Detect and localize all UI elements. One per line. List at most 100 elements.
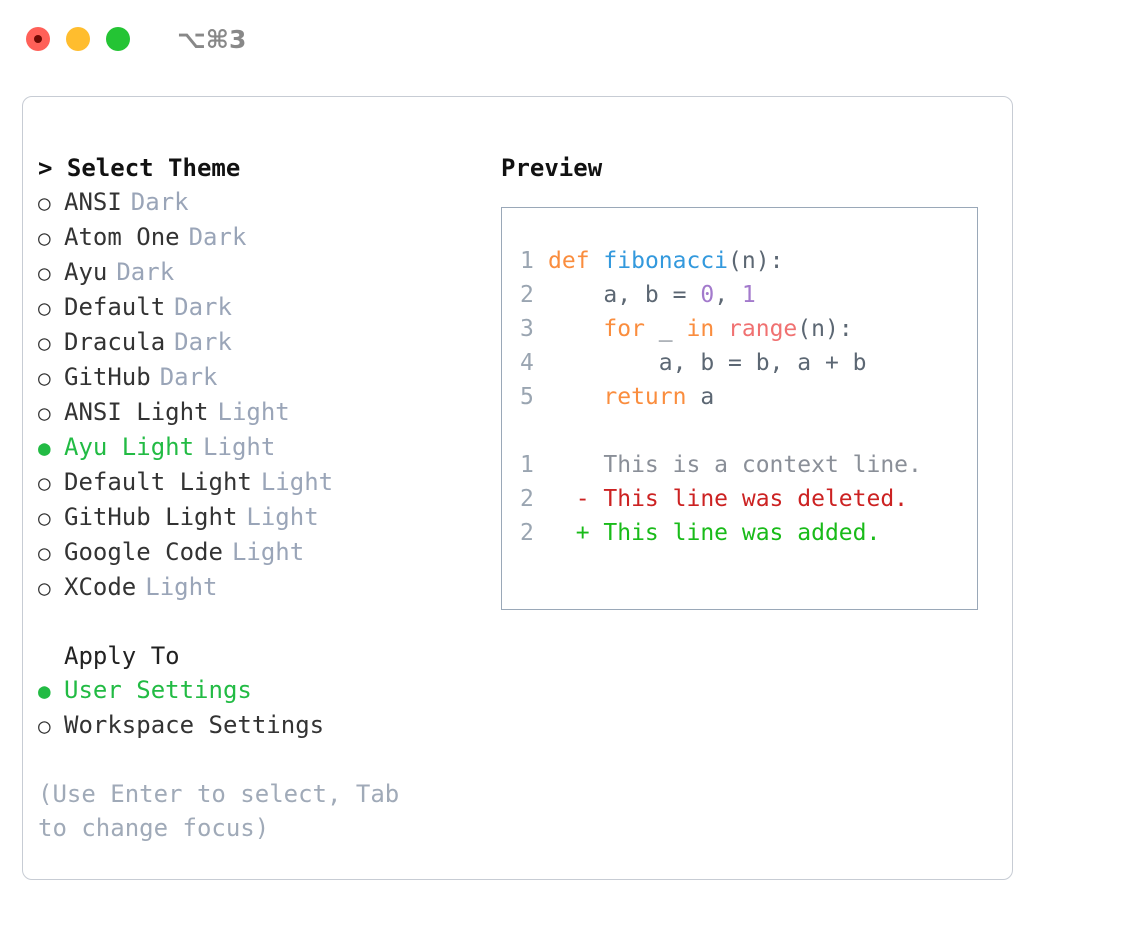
diff-line-add: 2 + This line was added. — [520, 516, 977, 550]
theme-option-label: Ayu — [64, 258, 108, 286]
diff-line-del: 2 - This line was deleted. — [520, 482, 977, 516]
section-spacer — [38, 605, 478, 639]
code-token: _ — [644, 316, 687, 342]
recording-indicator-dot — [34, 35, 42, 43]
code-token — [548, 384, 603, 410]
theme-option-default[interactable]: ○ Default Dark — [38, 290, 478, 325]
theme-option-label: GitHub Light — [64, 503, 238, 531]
apply-to-option-label: Workspace Settings — [64, 711, 325, 739]
theme-panel-title: > Select Theme — [38, 154, 241, 182]
radio-unselected-icon: ○ — [38, 366, 51, 390]
radio-unselected-icon: ○ — [38, 506, 51, 530]
maximize-button[interactable] — [106, 27, 130, 51]
radio-unselected-icon: ○ — [38, 471, 51, 495]
theme-variant-tag: Light — [231, 538, 305, 566]
code-line-number: 1 — [520, 248, 534, 274]
theme-variant-tag: Dark — [116, 258, 175, 286]
theme-variant-tag: Light — [203, 433, 276, 461]
code-line-number: 5 — [520, 384, 534, 410]
code-token: (n): — [797, 316, 853, 342]
apply-to-option-workspace-settings[interactable]: ○ Workspace Settings — [38, 708, 478, 743]
code-line-number: 4 — [520, 350, 534, 376]
radio-selected-icon: ● — [38, 436, 51, 460]
theme-variant-tag: Dark — [174, 328, 232, 356]
theme-option-label: ANSI — [64, 188, 122, 216]
theme-option-label: Default Light — [64, 468, 252, 496]
theme-option-ansi[interactable]: ○ ANSI Dark — [38, 185, 478, 220]
code-token: a — [686, 384, 715, 410]
theme-variant-tag: Light — [246, 503, 319, 531]
diff-line-number: 1 — [520, 452, 534, 478]
diff-line-number: 2 — [520, 520, 534, 546]
theme-option-atom-one[interactable]: ○ Atom One Dark — [38, 220, 478, 255]
theme-variant-tag: Light — [260, 468, 334, 496]
radio-unselected-icon: ○ — [38, 191, 51, 215]
close-button[interactable] — [26, 27, 50, 51]
code-token: a, b = — [548, 282, 701, 308]
radio-selected-icon: ● — [38, 679, 51, 703]
radio-unselected-icon: ○ — [38, 541, 51, 565]
code-token — [714, 316, 728, 342]
code-token: return — [603, 384, 687, 410]
radio-unselected-icon: ○ — [38, 296, 51, 320]
apply-to-option-user-settings[interactable]: ● User Settings — [38, 673, 478, 708]
theme-option-google-code[interactable]: ○ Google Code Light — [38, 535, 478, 570]
theme-option-github-light[interactable]: ○ GitHub Light Light — [38, 500, 478, 535]
theme-variant-tag: Dark — [159, 363, 218, 391]
theme-variant-tag: Light — [217, 398, 290, 426]
theme-option-default-light[interactable]: ○ Default Light Light — [38, 465, 478, 500]
apply-to-title: Apply To — [64, 642, 180, 670]
apply-to-list[interactable]: ● User Settings ○ Workspace Settings — [38, 673, 478, 743]
diff-line-ctx: 1 This is a context line. — [520, 448, 977, 482]
radio-unselected-icon: ○ — [38, 226, 51, 250]
theme-option-label: GitHub — [64, 363, 151, 391]
radio-unselected-icon: ○ — [38, 714, 51, 738]
code-token: , — [714, 282, 742, 308]
radio-unselected-icon: ○ — [38, 401, 51, 425]
code-line: 4 a, b = b, a + b — [520, 346, 977, 380]
radio-unselected-icon: ○ — [38, 261, 51, 285]
apply-to-option-label: User Settings — [64, 676, 252, 704]
theme-variant-tag: Dark — [174, 293, 232, 321]
code-token — [590, 248, 604, 274]
code-token: def — [548, 248, 590, 274]
diff-sample: 1 This is a context line.2 - This line w… — [520, 448, 977, 550]
code-line-number: 3 — [520, 316, 534, 342]
theme-option-ayu[interactable]: ○ Ayu Dark — [38, 255, 478, 290]
theme-option-dracula[interactable]: ○ Dracula Dark — [38, 325, 478, 360]
keyboard-hint-text: (Use Enter to select, Tab to change focu… — [38, 780, 400, 842]
minimize-button[interactable] — [66, 27, 90, 51]
keyboard-shortcut-label: ⌥⌘3 — [177, 24, 247, 54]
code-token: (n): — [728, 248, 784, 274]
theme-option-label: ANSI Light — [64, 398, 209, 426]
code-line: 1 def fibonacci(n): — [520, 244, 977, 278]
code-token: 0 — [700, 282, 715, 308]
code-token: 1 — [741, 282, 756, 308]
theme-option-label: Default — [64, 293, 166, 321]
theme-option-ansi-light[interactable]: ○ ANSI Light Light — [38, 395, 478, 430]
radio-unselected-icon: ○ — [38, 331, 51, 355]
diff-line-text: This is a context line. — [548, 452, 922, 478]
theme-option-label: Atom One — [64, 223, 180, 251]
theme-variant-tag: Dark — [188, 223, 247, 251]
theme-option-label: Google Code — [64, 538, 223, 566]
code-token: fibonacci — [603, 248, 729, 274]
preview-title: Preview — [501, 154, 603, 182]
code-diff-spacer — [520, 414, 977, 448]
code-token: a, b = b, a + b — [548, 350, 867, 376]
theme-variant-tag: Light — [145, 573, 218, 601]
code-line: 5 return a — [520, 380, 977, 414]
theme-option-github[interactable]: ○ GitHub Dark — [38, 360, 478, 395]
theme-option-label: XCode — [64, 573, 137, 601]
theme-option-label: Dracula — [64, 328, 166, 356]
theme-variant-tag: Dark — [130, 188, 189, 216]
